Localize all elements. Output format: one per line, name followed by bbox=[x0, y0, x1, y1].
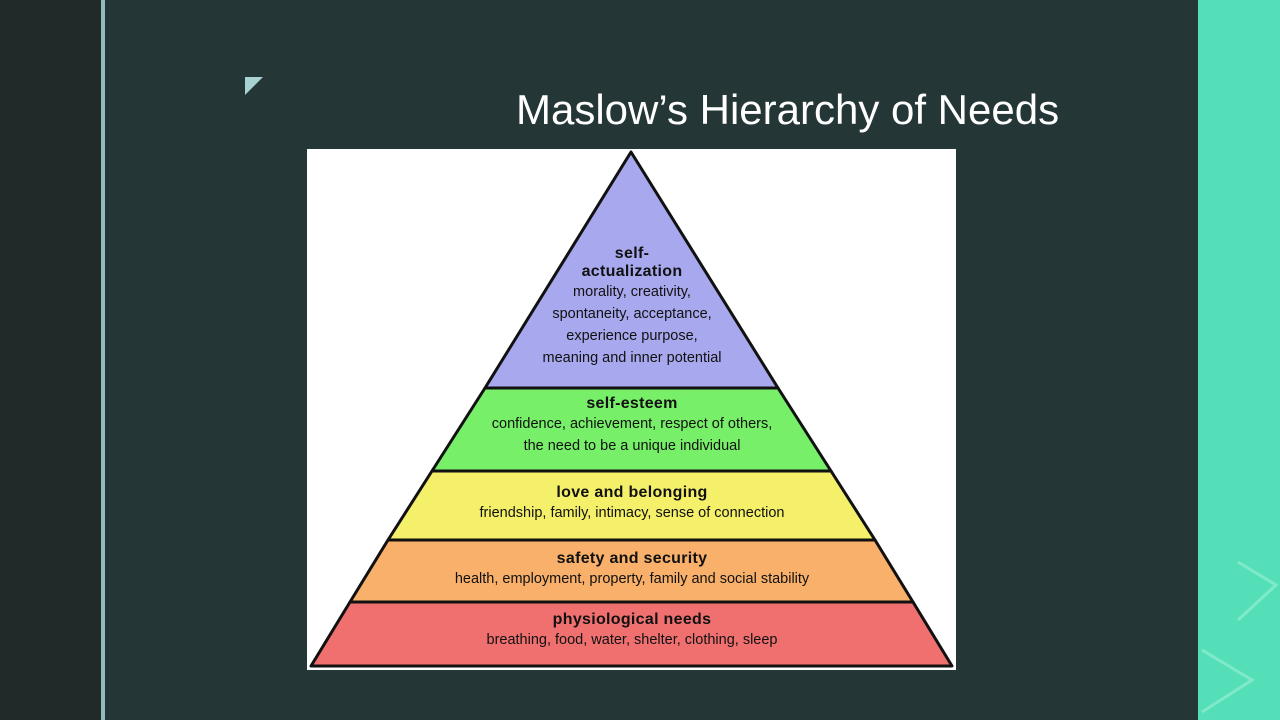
right-accent-band bbox=[1198, 0, 1280, 720]
slide-title: Maslow’s Hierarchy of Needs bbox=[516, 86, 1060, 133]
maslow-pyramid-figure: self- actualization morality, creativity… bbox=[307, 149, 956, 670]
tier-physiological bbox=[309, 600, 954, 668]
label-self-actualization: self- actualization morality, creativity… bbox=[542, 245, 722, 366]
label-self-esteem: self-esteem confidence, achievement, res… bbox=[491, 395, 773, 454]
corner-triangle-icon bbox=[245, 77, 263, 95]
left-dark-band bbox=[0, 0, 101, 720]
chevron-decoration-icon bbox=[1201, 560, 1279, 714]
label-love-belonging: love and belonging friendship, family, i… bbox=[479, 484, 785, 521]
label-safety-security: safety and security health, employment, … bbox=[454, 550, 810, 587]
label-physiological: physiological needs breathing, food, wat… bbox=[486, 611, 778, 648]
pyramid-graphic bbox=[309, 150, 954, 668]
left-accent-line bbox=[101, 0, 105, 720]
